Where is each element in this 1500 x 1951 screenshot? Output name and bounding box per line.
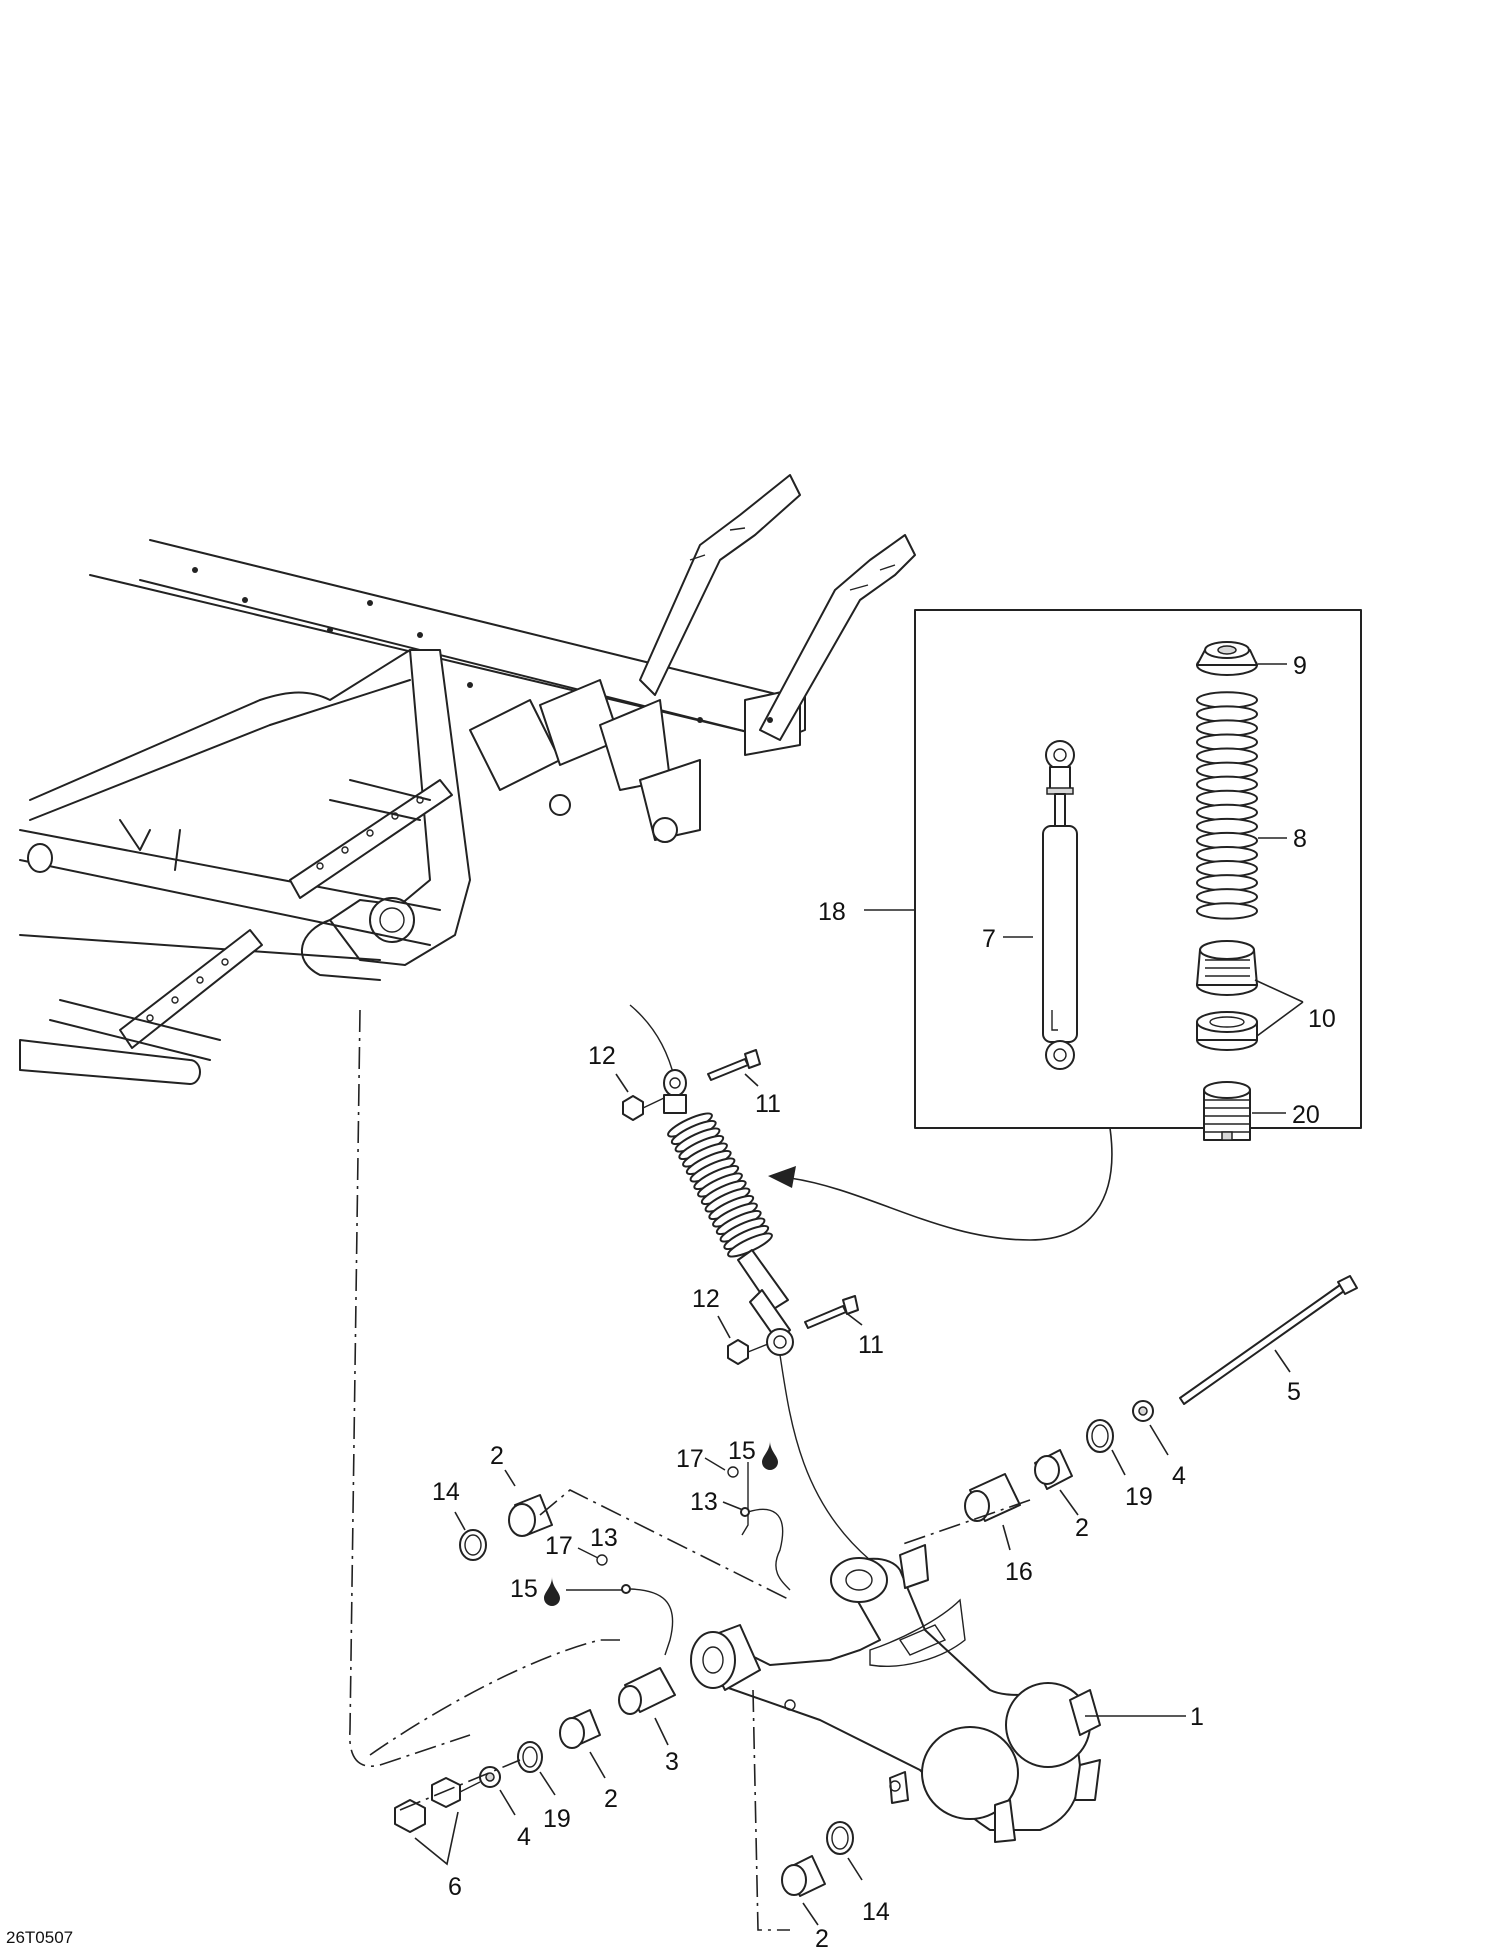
- callout-14b: 14: [862, 1898, 890, 1926]
- callout-20: 20: [1292, 1101, 1320, 1129]
- callout-3: 3: [665, 1748, 679, 1776]
- callout-13a: 13: [690, 1488, 718, 1516]
- callout-14a: 14: [432, 1478, 460, 1506]
- pivot-hardware-right: 5 4 19 2 16: [964, 1275, 1358, 1586]
- callout-8: 8: [1293, 825, 1307, 853]
- oil-drop-icon: [762, 1441, 778, 1470]
- callout-9: 9: [1293, 652, 1307, 680]
- spring-seats: [1196, 940, 1258, 1051]
- callout-11a: 11: [755, 1090, 781, 1118]
- arrow-head-icon: [768, 1166, 796, 1188]
- diagram-code: 26T0507: [6, 1928, 73, 1947]
- callout-10: 10: [1308, 1005, 1336, 1033]
- bump-stop: [1203, 1081, 1251, 1141]
- callout-7: 7: [982, 925, 996, 953]
- callout-6: 6: [448, 1873, 462, 1901]
- oil-drop-icon: [544, 1577, 560, 1606]
- spring-retainer: [1196, 641, 1258, 676]
- coil-spring: [1196, 691, 1258, 920]
- damper-body: [1042, 740, 1078, 1070]
- callout-2c: 2: [604, 1785, 618, 1813]
- callout-5: 5: [1287, 1378, 1301, 1406]
- callout-19b: 19: [543, 1805, 571, 1833]
- vehicle-frame: [19, 474, 916, 1085]
- callout-2a: 2: [1075, 1514, 1089, 1542]
- callout-15b: 15: [510, 1575, 538, 1603]
- callout-16: 16: [1005, 1558, 1033, 1586]
- callout-1: 1: [1190, 1703, 1204, 1731]
- callout-18: 18: [818, 898, 846, 926]
- callout-12b: 12: [692, 1285, 720, 1313]
- callout-17a: 17: [676, 1445, 704, 1473]
- callout-4b: 4: [517, 1823, 531, 1851]
- callout-17b: 17: [545, 1532, 573, 1560]
- callout-15a: 15: [728, 1437, 756, 1465]
- spring-coil: [1196, 902, 1258, 920]
- assembly-arrow: [789, 1127, 1113, 1241]
- callout-13b: 13: [590, 1524, 618, 1552]
- callout-4a: 4: [1172, 1462, 1186, 1490]
- callout-12a: 12: [588, 1042, 616, 1070]
- assembly-centerlines: [349, 1009, 1031, 1931]
- swing-arm: 1: [690, 1544, 1204, 1843]
- shock-exploded-inset: 9 8 10 20 7 18: [818, 609, 1362, 1141]
- callout-19a: 19: [1125, 1483, 1153, 1511]
- pivot-hardware-left: 14 2 17 15 13 17 13 15 3 2: [394, 1437, 890, 1951]
- shock-absorber-assembly: 12 11 12 11: [588, 1004, 911, 1611]
- callout-2d: 2: [815, 1925, 829, 1951]
- callout-2b: 2: [490, 1442, 504, 1470]
- callout-11b: 11: [858, 1331, 884, 1359]
